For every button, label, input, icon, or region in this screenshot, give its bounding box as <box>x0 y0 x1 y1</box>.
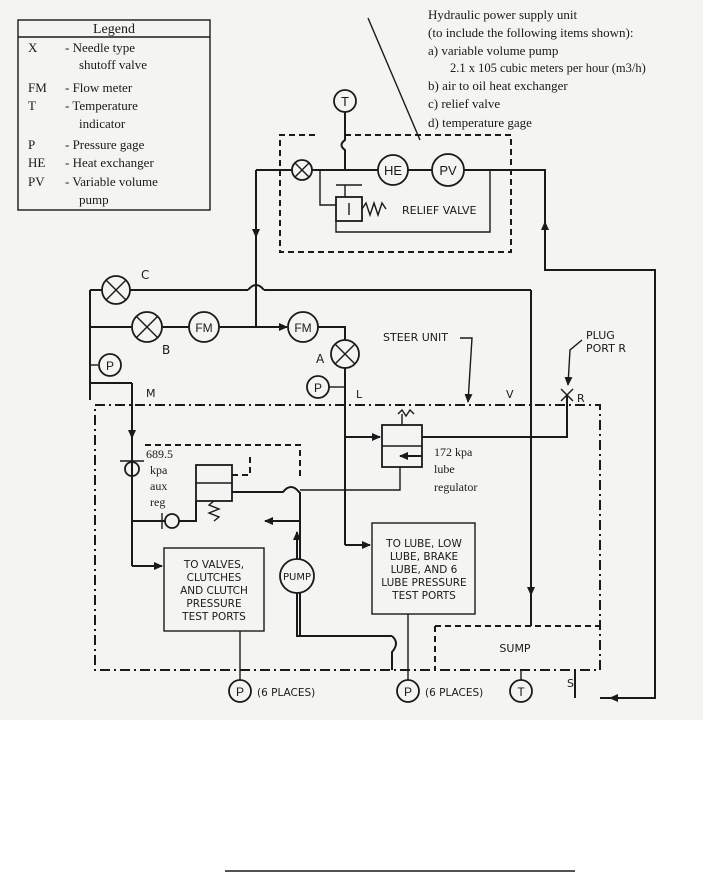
legend-code-he: HE <box>28 155 45 170</box>
steer-unit-label: STEER UNIT <box>383 331 448 344</box>
legend-desc-t: - Temperature <box>65 98 138 113</box>
flow-meter-a-label: FM <box>294 321 311 335</box>
pressure-gage-valves <box>228 679 252 703</box>
hpu-boundary <box>279 134 512 253</box>
legend-code-x: X <box>28 40 38 55</box>
lube-reg-label-3: regulator <box>434 480 477 494</box>
valve-b-label: B <box>162 343 170 357</box>
port-r-label: R <box>577 392 585 405</box>
hpu-note-line-6: c) relief valve <box>428 96 500 111</box>
aux-reg-label-1: 689.5 <box>146 447 173 461</box>
lube-box-line-2: LUBE, BRAKE <box>390 551 458 563</box>
supply-manifold: C B FM FM A P M P L <box>89 237 532 439</box>
legend-desc-x: - Needle type <box>65 40 135 55</box>
places-label-1: (6 PLACES) <box>257 687 315 699</box>
legend-box <box>17 19 211 211</box>
lube-box-line-5: TEST PORTS <box>391 590 456 602</box>
pressure-gage-lube-label: P <box>404 685 412 699</box>
lube-box-line-3: LUBE, AND 6 <box>391 564 458 576</box>
plug-port-label-1: PLUG <box>586 329 615 342</box>
valve-a-label: A <box>316 352 325 366</box>
steer-unit-boundary <box>94 404 601 671</box>
steer-unit-pump-label: PUMP <box>283 572 311 583</box>
lube-reg-label-2: lube <box>434 462 455 476</box>
temperature-indicator-sump <box>509 679 533 703</box>
steer-unit: STEER UNIT PLUG PORT R R 172 kpa lube re… <box>94 329 626 698</box>
hpu-note-line-3: a) variable volume pump <box>428 43 558 58</box>
legend-desc-pv-2: pump <box>79 192 109 207</box>
hpu-note-line-5: b) air to oil heat exchanger <box>428 78 568 93</box>
legend-code-fm: FM <box>28 80 47 95</box>
sump-label: SUMP <box>499 642 531 655</box>
legend: Legend X - Needle type shutoff valve FM … <box>17 19 211 211</box>
variable-volume-pump-label: PV <box>439 163 457 178</box>
relief-valve-label: RELIEF VALVE <box>402 204 477 217</box>
legend-code-t: T <box>28 98 36 113</box>
port-v-label: V <box>506 388 514 401</box>
bottom-gauges: P (6 PLACES) P (6 PLACES) T <box>228 614 533 703</box>
hpu-unit: T HE PV RELIEF VALVE <box>252 89 531 253</box>
lube-box-line-4: LUBE PRESSURE <box>381 577 466 589</box>
port-s-label: S <box>567 677 574 690</box>
relief-valve-spring <box>361 200 387 218</box>
legend-code-pv: PV <box>28 174 45 189</box>
check-valve-lower <box>164 513 180 529</box>
legend-desc-he: - Heat exchanger <box>65 155 154 170</box>
valves-box-line-2: CLUTCHES <box>187 572 242 584</box>
legend-desc-pv: - Variable volume <box>65 174 158 189</box>
valves-box-line-3: AND CLUTCH <box>180 585 248 597</box>
valves-box-line-1: TO VALVES, <box>183 559 244 571</box>
plug-port-label-2: PORT R <box>586 342 626 355</box>
return-line-right <box>531 169 656 699</box>
hpu-note: Hydraulic power supply unit (to include … <box>367 7 646 141</box>
pressure-gage-m-label: P <box>106 359 114 373</box>
legend-desc-t-2: indicator <box>79 116 126 131</box>
places-label-2: (6 PLACES) <box>425 687 483 699</box>
legend-desc-p: - Pressure gage <box>65 137 145 152</box>
aux-reg-label-2: kpa <box>150 463 168 477</box>
valves-box-line-5: TEST PORTS <box>181 611 246 623</box>
hpu-leader-line <box>367 17 421 141</box>
valve-c-label: C <box>141 268 149 282</box>
legend-title: Legend <box>93 22 135 37</box>
port-m-label: M <box>146 387 156 400</box>
sump-boundary <box>434 625 600 670</box>
pressure-gage-valves-label: P <box>236 685 244 699</box>
valves-clutches-box <box>163 547 265 632</box>
pressure-gage-lube <box>396 679 420 703</box>
heat-exchanger-label: HE <box>384 163 402 178</box>
lube-box-line-1: TO LUBE, LOW <box>385 538 462 550</box>
flow-meter-b-label: FM <box>195 321 212 335</box>
lube-reg-label-1: 172 kpa <box>434 445 473 459</box>
legend-desc-x-2: shutoff valve <box>79 57 147 72</box>
legend-code-p: P <box>28 137 35 152</box>
hpu-note-line-7: d) temperature gage <box>428 115 532 130</box>
pressure-gage-m <box>98 353 122 377</box>
hpu-note-line-4: 2.1 x 105 cubic meters per hour (m3/h) <box>450 61 646 75</box>
hpu-note-line-2: (to include the following items shown): <box>428 25 633 40</box>
port-l-label: L <box>356 388 363 401</box>
temperature-indicator-sump-label: T <box>517 685 525 699</box>
legend-desc-fm: - Flow meter <box>65 80 133 95</box>
temperature-indicator-hpu-label: T <box>341 94 349 109</box>
valves-box-line-4: PRESSURE <box>186 598 241 610</box>
aux-reg-label-3: aux <box>150 479 167 493</box>
pressure-gage-l-label: P <box>314 381 322 395</box>
hpu-note-line-1: Hydraulic power supply unit <box>428 7 578 22</box>
lube-box <box>371 522 476 615</box>
aux-reg-label-4: reg <box>150 495 165 509</box>
